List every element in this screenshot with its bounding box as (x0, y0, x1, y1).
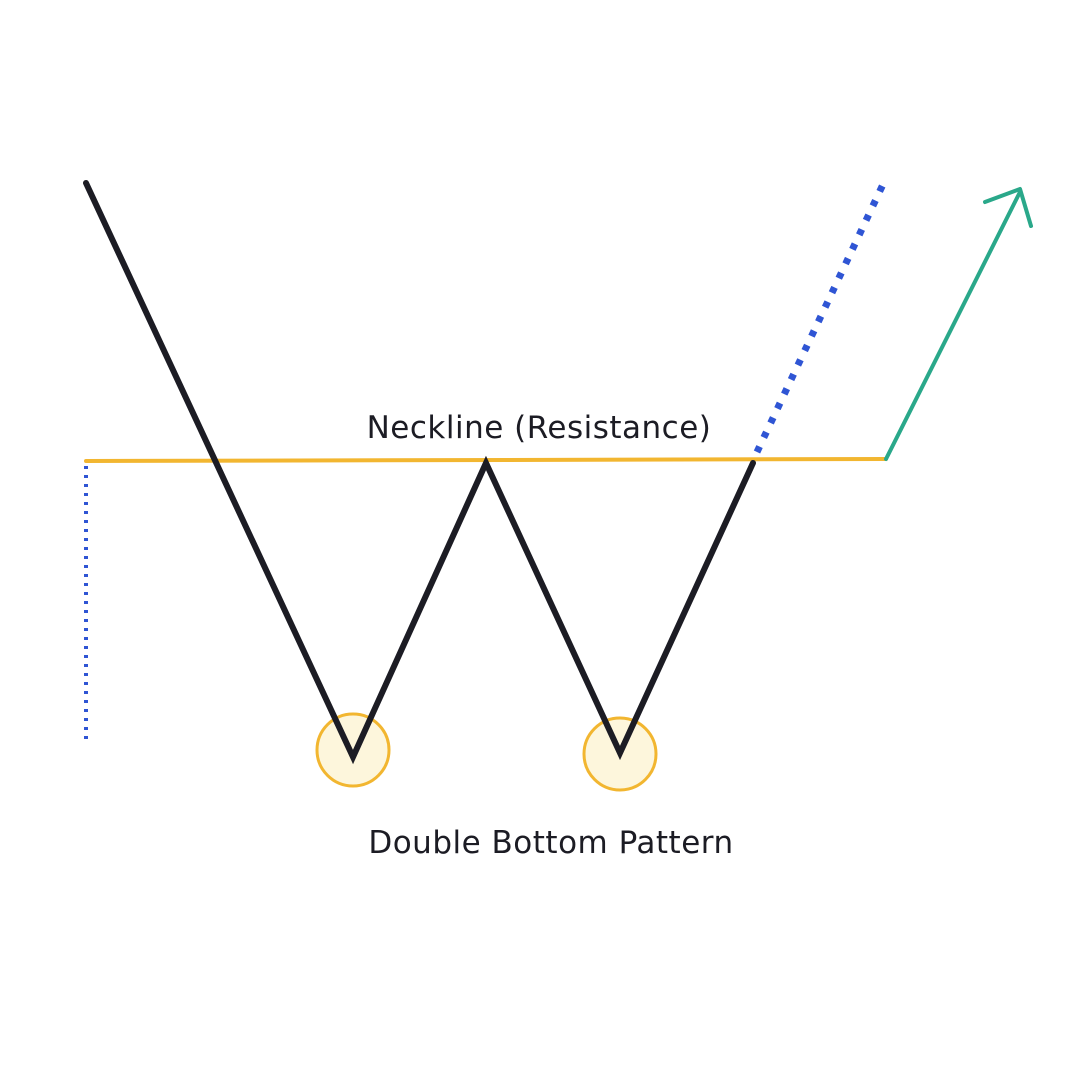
price-path-w (83, 180, 756, 765)
neckline-label: Neckline (Resistance) (367, 410, 712, 446)
breakout-projection-dotted-line (753, 176, 890, 454)
arrow-up-right-icon (884, 187, 1033, 461)
pattern-title: Double Bottom Pattern (368, 825, 733, 861)
